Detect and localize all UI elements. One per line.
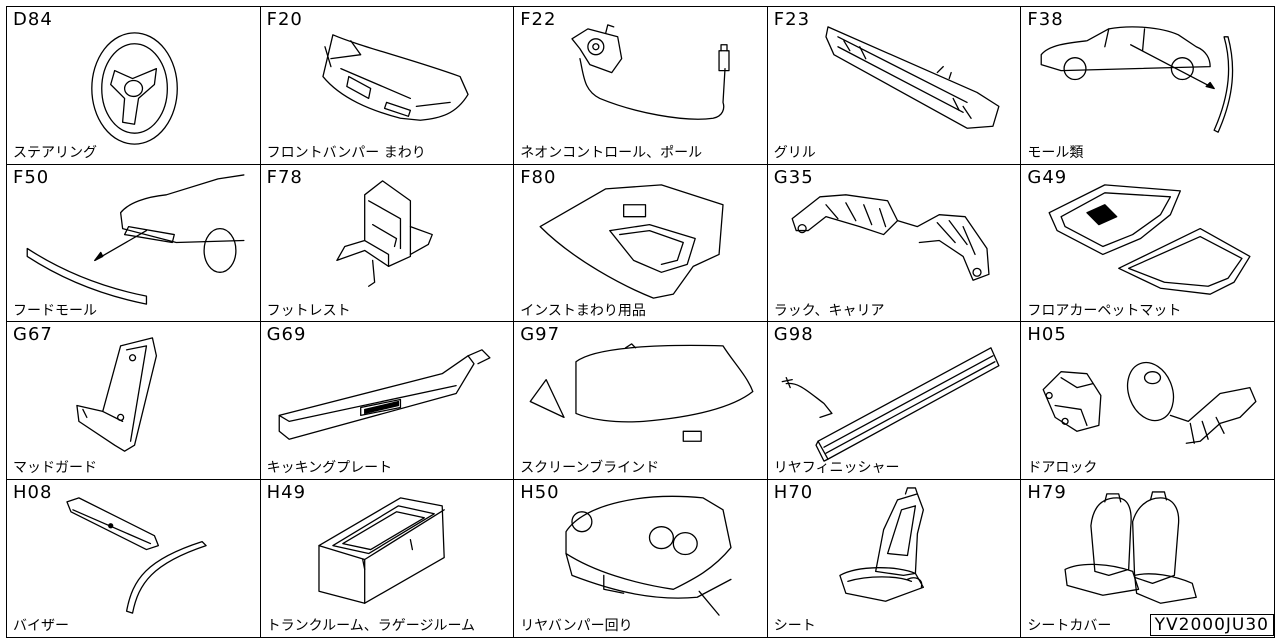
- part-code: H50: [520, 481, 560, 503]
- part-code: G67: [13, 324, 53, 345]
- part-cell-f78[interactable]: F78 フットレスト: [259, 163, 515, 323]
- part-cell-g97[interactable]: G97 スクリーンブラインド: [513, 321, 769, 480]
- part-label: モール類: [1027, 145, 1084, 161]
- part-code: H79: [1027, 481, 1067, 503]
- part-cell-f20[interactable]: F20 フロントバンパー まわり: [259, 6, 515, 165]
- neon-control-pole-icon: [571, 24, 730, 120]
- part-cell-g49[interactable]: G49 フロアカーペットマット: [1020, 163, 1276, 323]
- part-label: リヤバンパー回り: [520, 617, 633, 634]
- part-code: D84: [13, 9, 53, 30]
- part-code: H05: [1027, 324, 1067, 345]
- parts-index-grid: D84 ステアリング F20 フロントバンパー まわり F22 ネオンコントロール、ポ…: [6, 6, 1276, 638]
- part-cell-h50[interactable]: H50 リヤバンパー回り: [513, 478, 769, 638]
- part-cell-g35[interactable]: G35 ラック、キャリア: [766, 163, 1022, 323]
- seat-icon: [839, 486, 924, 602]
- part-code: F80: [520, 166, 557, 188]
- part-cell-h79[interactable]: H79 シートカバー: [1020, 478, 1276, 638]
- front-bumper-icon: [321, 34, 469, 121]
- part-label: リヤフィニッシャー: [773, 460, 900, 476]
- part-label: バイザー: [13, 617, 69, 634]
- part-label: シート: [773, 617, 816, 634]
- part-label: フロアカーペットマット: [1027, 302, 1182, 319]
- part-label: フロントバンパー まわり: [266, 145, 426, 161]
- part-label: ネオンコントロール、ポール: [520, 145, 703, 161]
- hood-molding-icon: [26, 173, 245, 305]
- part-label: ドアロック: [1027, 460, 1098, 476]
- part-cell-f23[interactable]: F23 グリル: [766, 6, 1022, 165]
- part-label: グリル: [773, 145, 816, 161]
- part-cell-h05[interactable]: H05 ドアロック: [1020, 321, 1276, 480]
- part-code: F22: [520, 9, 557, 30]
- part-cell-d84[interactable]: D84 ステアリング: [6, 6, 262, 165]
- door-lock-icon: [1042, 361, 1257, 444]
- part-code: H49: [266, 481, 307, 503]
- part-code: G49: [1027, 166, 1068, 188]
- part-label: トランクルーム、ラゲージルーム: [266, 617, 476, 634]
- rack-carrier-icon: [791, 193, 990, 281]
- visor-icon: [66, 496, 207, 614]
- sheet-reference-code: YV2000JU30: [1149, 614, 1274, 636]
- part-code: F23: [773, 9, 811, 30]
- rear-finisher-icon: [781, 347, 1000, 462]
- part-code: F78: [266, 166, 303, 188]
- part-label: フードモール: [13, 302, 97, 319]
- part-label: キッキングプレート: [266, 460, 393, 476]
- part-label: インストまわり用品: [520, 302, 646, 319]
- part-label: フットレスト: [266, 302, 351, 319]
- seat-cover-icon: [1064, 490, 1198, 604]
- molding-icon: [1040, 26, 1234, 133]
- steering-wheel-icon: [91, 32, 178, 145]
- floor-mat-icon: [1048, 183, 1251, 295]
- part-label: ステアリング: [13, 145, 97, 161]
- part-code: F50: [13, 166, 50, 188]
- part-cell-h49[interactable]: H49 トランクルーム、ラゲージルーム: [259, 478, 515, 638]
- part-code: G69: [266, 324, 307, 345]
- part-code: H08: [13, 481, 53, 503]
- kicking-plate-icon: [278, 349, 491, 440]
- part-cell-g69[interactable]: G69 キッキングプレート: [259, 321, 515, 480]
- footrest-icon: [335, 179, 433, 287]
- part-label: スクリーンブラインド: [520, 460, 660, 476]
- instrument-accessories-icon: [539, 183, 724, 299]
- part-code: G98: [773, 324, 814, 345]
- part-code: F20: [266, 9, 303, 30]
- grille-icon: [825, 26, 1000, 129]
- trunk-luggage-icon: [317, 496, 445, 604]
- part-cell-h70[interactable]: H70 シート: [766, 478, 1022, 638]
- part-cell-f38[interactable]: F38 モール類: [1020, 6, 1276, 165]
- screen-blind-icon: [529, 343, 754, 442]
- part-cell-h08[interactable]: H08 バイザー: [6, 478, 262, 638]
- part-code: F38: [1027, 9, 1064, 30]
- part-cell-g98[interactable]: G98 リヤフィニッシャー: [766, 321, 1022, 480]
- part-cell-f50[interactable]: F50 フードモール: [6, 163, 262, 323]
- mudguard-icon: [76, 337, 158, 452]
- part-label: シートカバー: [1027, 617, 1112, 634]
- part-cell-f22[interactable]: F22 ネオンコントロール、ポール: [513, 6, 769, 165]
- part-code: G97: [520, 324, 561, 345]
- part-cell-f80[interactable]: F80 インストまわり用品: [513, 163, 769, 323]
- part-cell-g67[interactable]: G67 マッドガード: [6, 321, 262, 480]
- part-code: H70: [773, 481, 814, 503]
- part-label: ラック、キャリア: [773, 302, 885, 319]
- part-code: G35: [773, 166, 814, 188]
- rear-bumper-icon: [565, 495, 732, 616]
- part-label: マッドガード: [13, 460, 97, 476]
